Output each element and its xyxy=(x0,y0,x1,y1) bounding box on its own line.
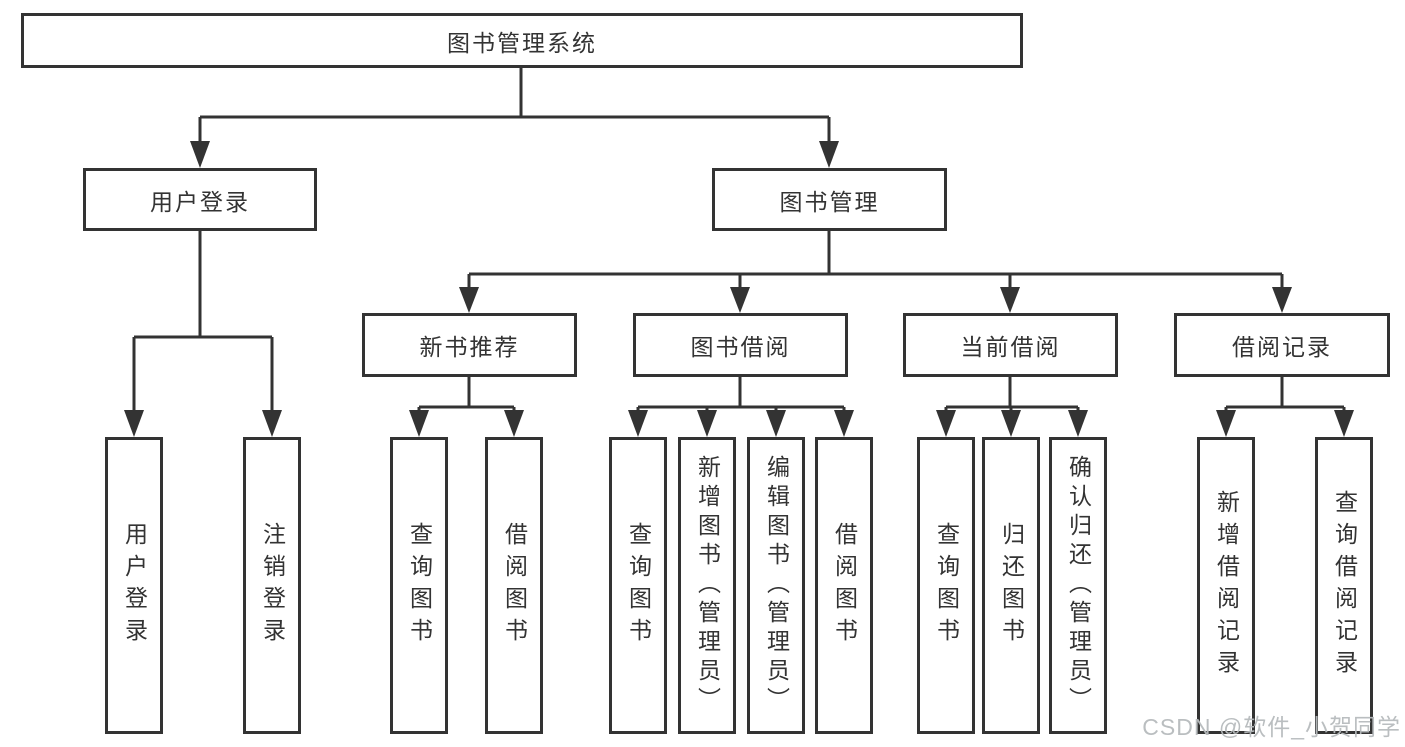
arrowhead-icon xyxy=(1272,287,1292,313)
node-new-book-recommend: 新书推荐 xyxy=(362,313,577,377)
node-borrow-records: 借阅记录 xyxy=(1174,313,1390,377)
arrowhead-icon xyxy=(1000,287,1020,313)
arrowhead-icon xyxy=(409,410,429,437)
arrowhead-icon xyxy=(936,410,956,437)
leaf-br-query-record: 查询借阅记录 xyxy=(1315,437,1373,734)
leaf-br-add-record: 新增借阅记录 xyxy=(1197,437,1255,734)
arrowhead-icon xyxy=(628,410,648,437)
watermark-text: CSDN @软件_小贺同学 xyxy=(1142,714,1401,740)
arrowhead-icon xyxy=(1334,410,1354,437)
arrowhead-icon xyxy=(459,287,479,313)
leaf-nbr-borrow-book: 借阅图书 xyxy=(485,437,543,734)
arrowhead-icon xyxy=(1216,410,1236,437)
arrowhead-icon xyxy=(190,141,210,168)
leaf-logout: 注销登录 xyxy=(243,437,301,734)
tree-connectors xyxy=(124,68,1354,437)
arrowhead-icon xyxy=(697,410,717,437)
arrowhead-icon xyxy=(504,410,524,437)
arrowhead-icon xyxy=(766,410,786,437)
arrowhead-icon xyxy=(124,410,144,437)
node-book-borrow: 图书借阅 xyxy=(633,313,848,377)
leaf-bb-borrow-book: 借阅图书 xyxy=(815,437,873,734)
leaf-bb-edit-book-admin: 编辑图书（管理员） xyxy=(747,437,805,734)
leaf-nbr-query-book: 查询图书 xyxy=(390,437,448,734)
node-root: 图书管理系统 xyxy=(21,13,1023,68)
leaf-user-login: 用户登录 xyxy=(105,437,163,734)
leaf-cb-confirm-return-admin: 确认归还（管理员） xyxy=(1049,437,1107,734)
arrowhead-icon xyxy=(1068,410,1088,437)
arrowhead-icon xyxy=(1001,410,1021,437)
leaf-bb-query-book: 查询图书 xyxy=(609,437,667,734)
arrowhead-icon xyxy=(819,141,839,168)
leaf-cb-return-book: 归还图书 xyxy=(982,437,1040,734)
arrowhead-icon xyxy=(730,287,750,313)
node-user-login: 用户登录 xyxy=(83,168,317,231)
leaf-bb-add-book-admin: 新增图书（管理员） xyxy=(678,437,736,734)
node-current-borrow: 当前借阅 xyxy=(903,313,1118,377)
leaf-cb-query-book: 查询图书 xyxy=(917,437,975,734)
arrowhead-icon xyxy=(262,410,282,437)
arrowhead-icon xyxy=(834,410,854,437)
node-book-management: 图书管理 xyxy=(712,168,947,231)
